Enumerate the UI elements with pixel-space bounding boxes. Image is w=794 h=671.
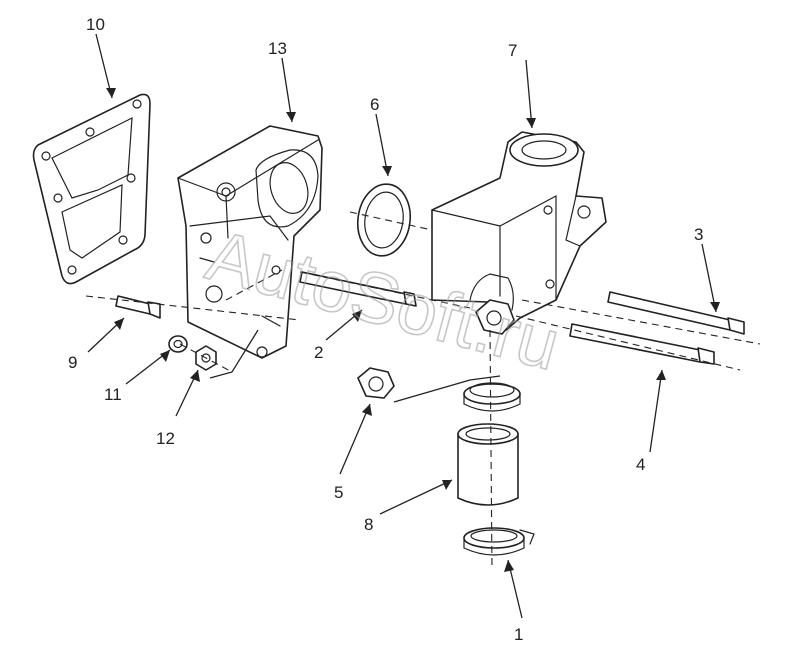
part-3-bolt	[607, 291, 745, 335]
part-upper-ring	[463, 382, 521, 412]
callout-labels: 10 13 6 7 3 2 9 11 12 4 5 8 1	[68, 15, 703, 644]
part-4-stud	[569, 323, 715, 365]
callout-4: 4	[636, 455, 645, 474]
callout-5: 5	[334, 483, 343, 502]
callout-3: 3	[694, 225, 703, 244]
assembly-axes	[85, 211, 761, 571]
part-8-hose	[457, 423, 519, 506]
callout-13: 13	[268, 39, 287, 58]
callout-2: 2	[314, 343, 323, 362]
part-7-outlet-housing	[431, 131, 607, 331]
callout-11: 11	[104, 385, 122, 404]
callout-12: 12	[156, 429, 175, 448]
callout-1: 1	[514, 625, 523, 644]
callout-10: 10	[86, 15, 105, 34]
callout-6: 6	[370, 95, 379, 114]
part-5-nut	[357, 299, 515, 399]
part-10-gasket	[32, 93, 151, 285]
part-13-housing	[177, 125, 323, 359]
callout-7: 7	[508, 41, 517, 60]
part-9-bolt	[115, 295, 161, 319]
callout-9: 9	[68, 353, 77, 372]
leader-lines	[87, 33, 720, 619]
part-11-washer	[168, 335, 188, 353]
part-6-o-ring	[356, 183, 412, 257]
part-1-clamp	[463, 527, 535, 556]
callout-8: 8	[364, 515, 373, 534]
